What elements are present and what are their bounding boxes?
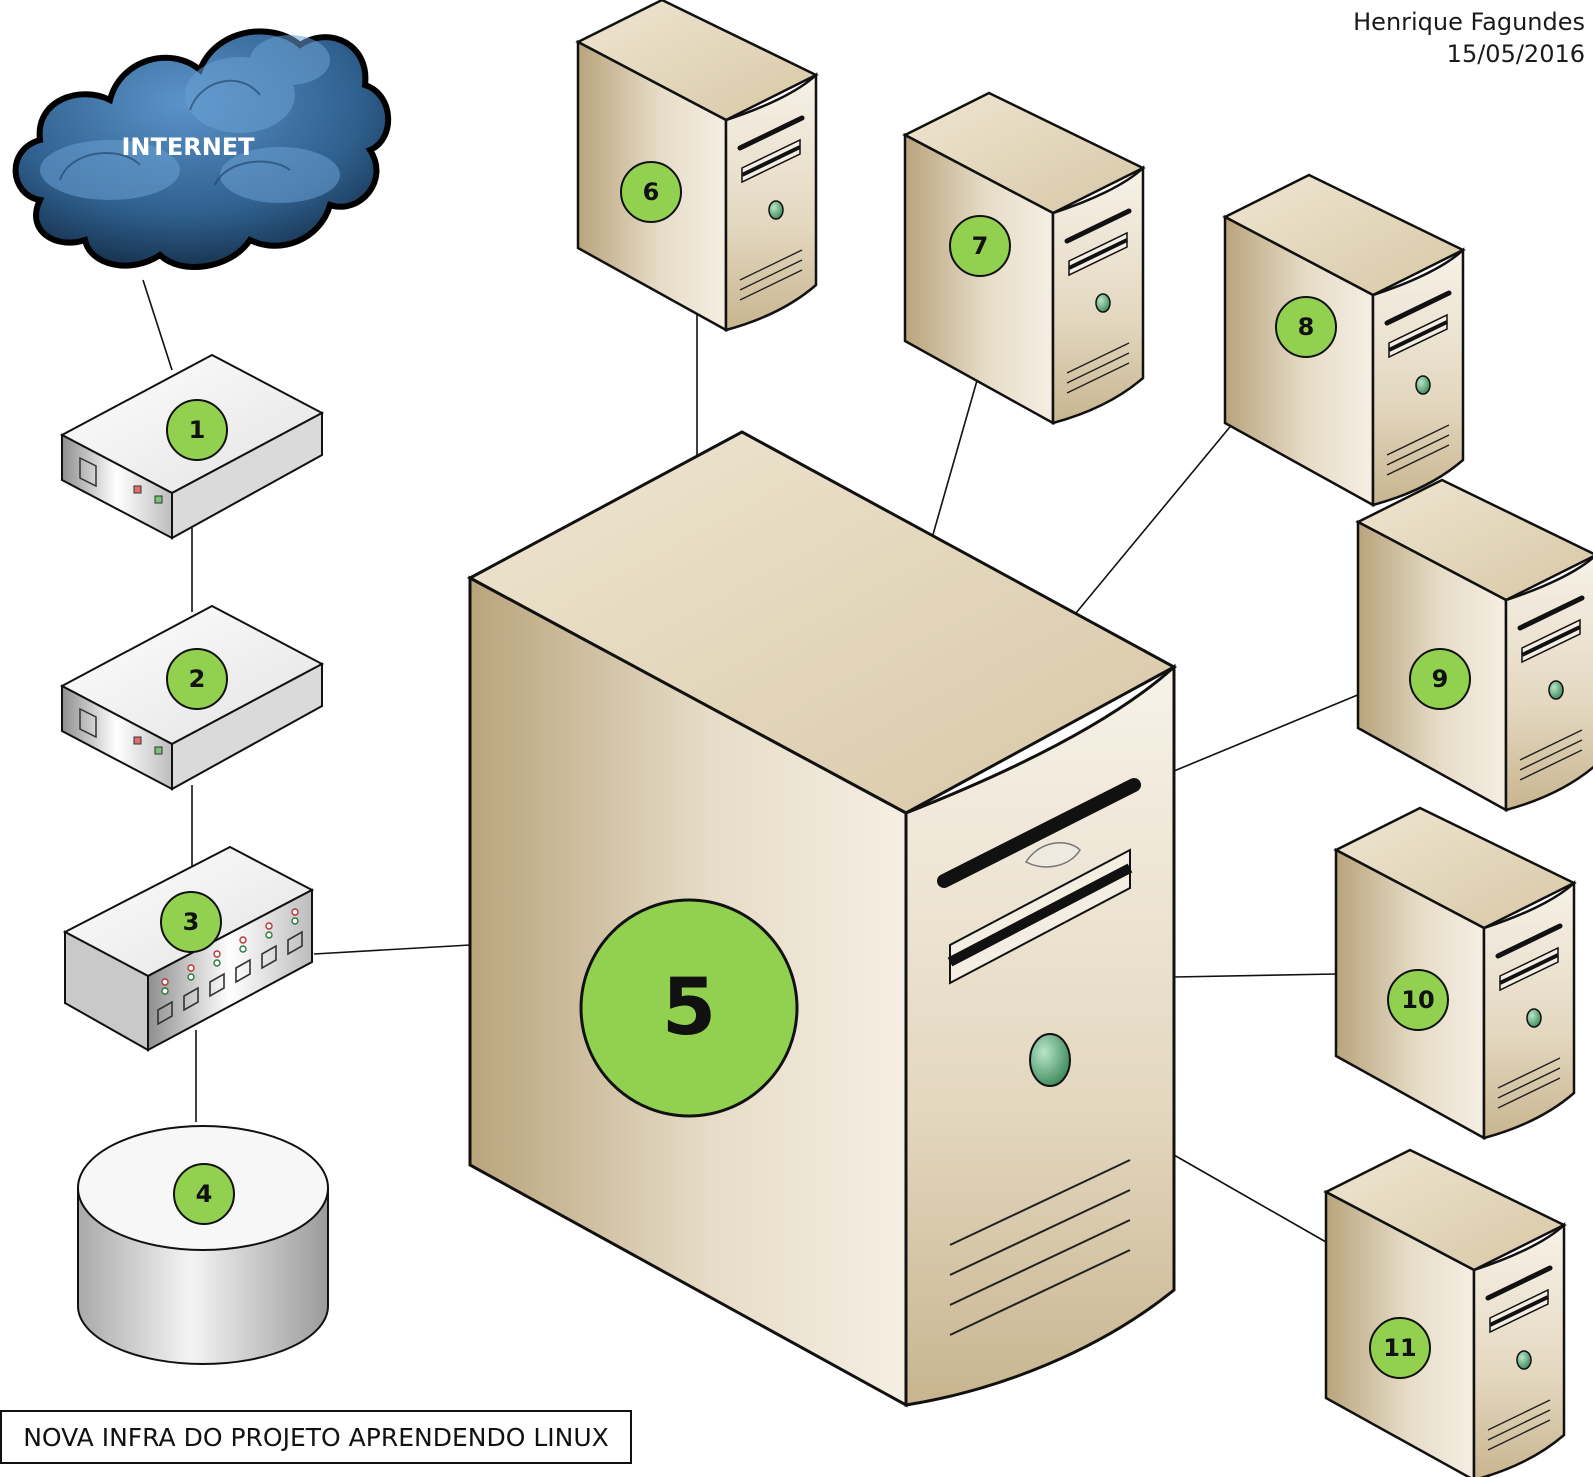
badge-7-label: 7 bbox=[972, 232, 989, 260]
badge-11-label: 11 bbox=[1383, 1334, 1416, 1362]
badge-1-label: 1 bbox=[189, 416, 206, 444]
badge-6: 6 bbox=[620, 161, 682, 223]
server-9-icon bbox=[1355, 478, 1593, 813]
link-internet-1 bbox=[142, 279, 173, 371]
diagram-title: NOVA INFRA DO PROJETO APRENDENDO LINUX bbox=[0, 1410, 632, 1464]
connection-lines bbox=[142, 279, 1361, 1243]
badge-1: 1 bbox=[166, 399, 228, 461]
badge-9: 9 bbox=[1409, 648, 1471, 710]
link-3-5 bbox=[313, 944, 471, 955]
badge-9-label: 9 bbox=[1432, 665, 1449, 693]
author-date: 15/05/2016 bbox=[1446, 40, 1585, 68]
author-name: Henrique Fagundes bbox=[1353, 8, 1585, 36]
server-8-icon bbox=[1222, 173, 1466, 508]
badge-2: 2 bbox=[166, 648, 228, 710]
author-info: Henrique Fagundes 15/05/2016 bbox=[1353, 6, 1585, 70]
badge-7: 7 bbox=[949, 215, 1011, 277]
link-5-11 bbox=[1173, 1154, 1327, 1243]
badge-4: 4 bbox=[173, 1163, 235, 1225]
badge-3: 3 bbox=[160, 891, 222, 953]
badge-2-label: 2 bbox=[189, 665, 206, 693]
badge-10-label: 10 bbox=[1401, 986, 1434, 1014]
link-5-8 bbox=[1075, 392, 1259, 614]
main-server-5-icon bbox=[466, 430, 1178, 1408]
badge-5: 5 bbox=[579, 898, 799, 1118]
diagram-title-text: NOVA INFRA DO PROJETO APRENDENDO LINUX bbox=[23, 1422, 609, 1452]
server-7-icon bbox=[902, 91, 1146, 426]
badge-4-label: 4 bbox=[196, 1180, 213, 1208]
badge-11: 11 bbox=[1369, 1317, 1431, 1379]
badge-6-label: 6 bbox=[643, 178, 660, 206]
badge-3-label: 3 bbox=[183, 908, 200, 936]
badge-8: 8 bbox=[1275, 296, 1337, 358]
server-6-icon bbox=[575, 0, 819, 333]
server-10-icon bbox=[1333, 806, 1577, 1141]
link-5-10 bbox=[1173, 973, 1337, 978]
badge-5-label: 5 bbox=[662, 963, 716, 1053]
link-5-9 bbox=[1173, 693, 1361, 772]
internet-cloud-icon bbox=[12, 28, 392, 270]
server-11-icon bbox=[1323, 1148, 1567, 1477]
internet-label: INTERNET bbox=[121, 133, 255, 161]
storage-4-icon bbox=[77, 1125, 329, 1365]
badge-8-label: 8 bbox=[1298, 313, 1315, 341]
badge-10: 10 bbox=[1387, 969, 1449, 1031]
